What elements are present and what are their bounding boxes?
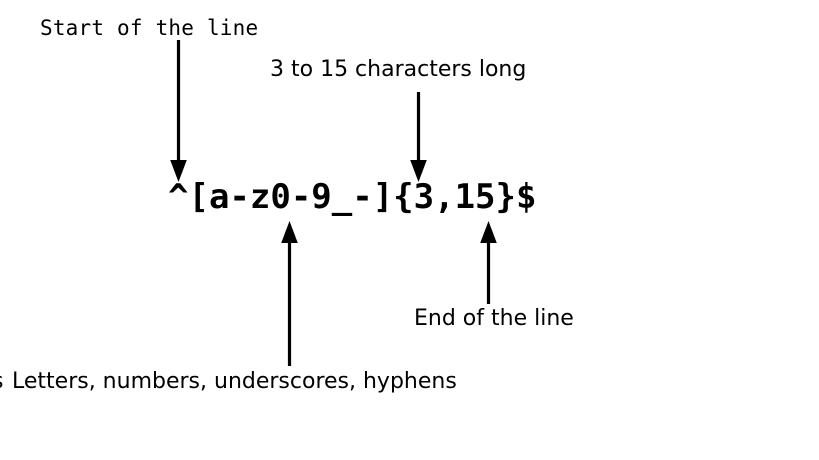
annotation-label-length-quantifier: 3 to 15 characters long: [270, 57, 527, 82]
arrow-up-end-of-line: [480, 221, 497, 304]
arrow-up-character-class: [281, 221, 298, 366]
regex-pattern: ^[a-z0-9_-]{3,15}$: [168, 177, 537, 217]
annotation-label-start-of-line: Start of the line: [40, 16, 259, 40]
arrow-down-length-quantifier: [410, 92, 427, 182]
annotation-label-character-class: Letters, numbers, underscores, hyphens: [12, 369, 457, 394]
arrow-down-start-of-line: [170, 40, 187, 182]
annotation-label-end-of-line: End of the line: [414, 306, 574, 331]
clipped-glyph-fragment: s: [0, 371, 3, 393]
